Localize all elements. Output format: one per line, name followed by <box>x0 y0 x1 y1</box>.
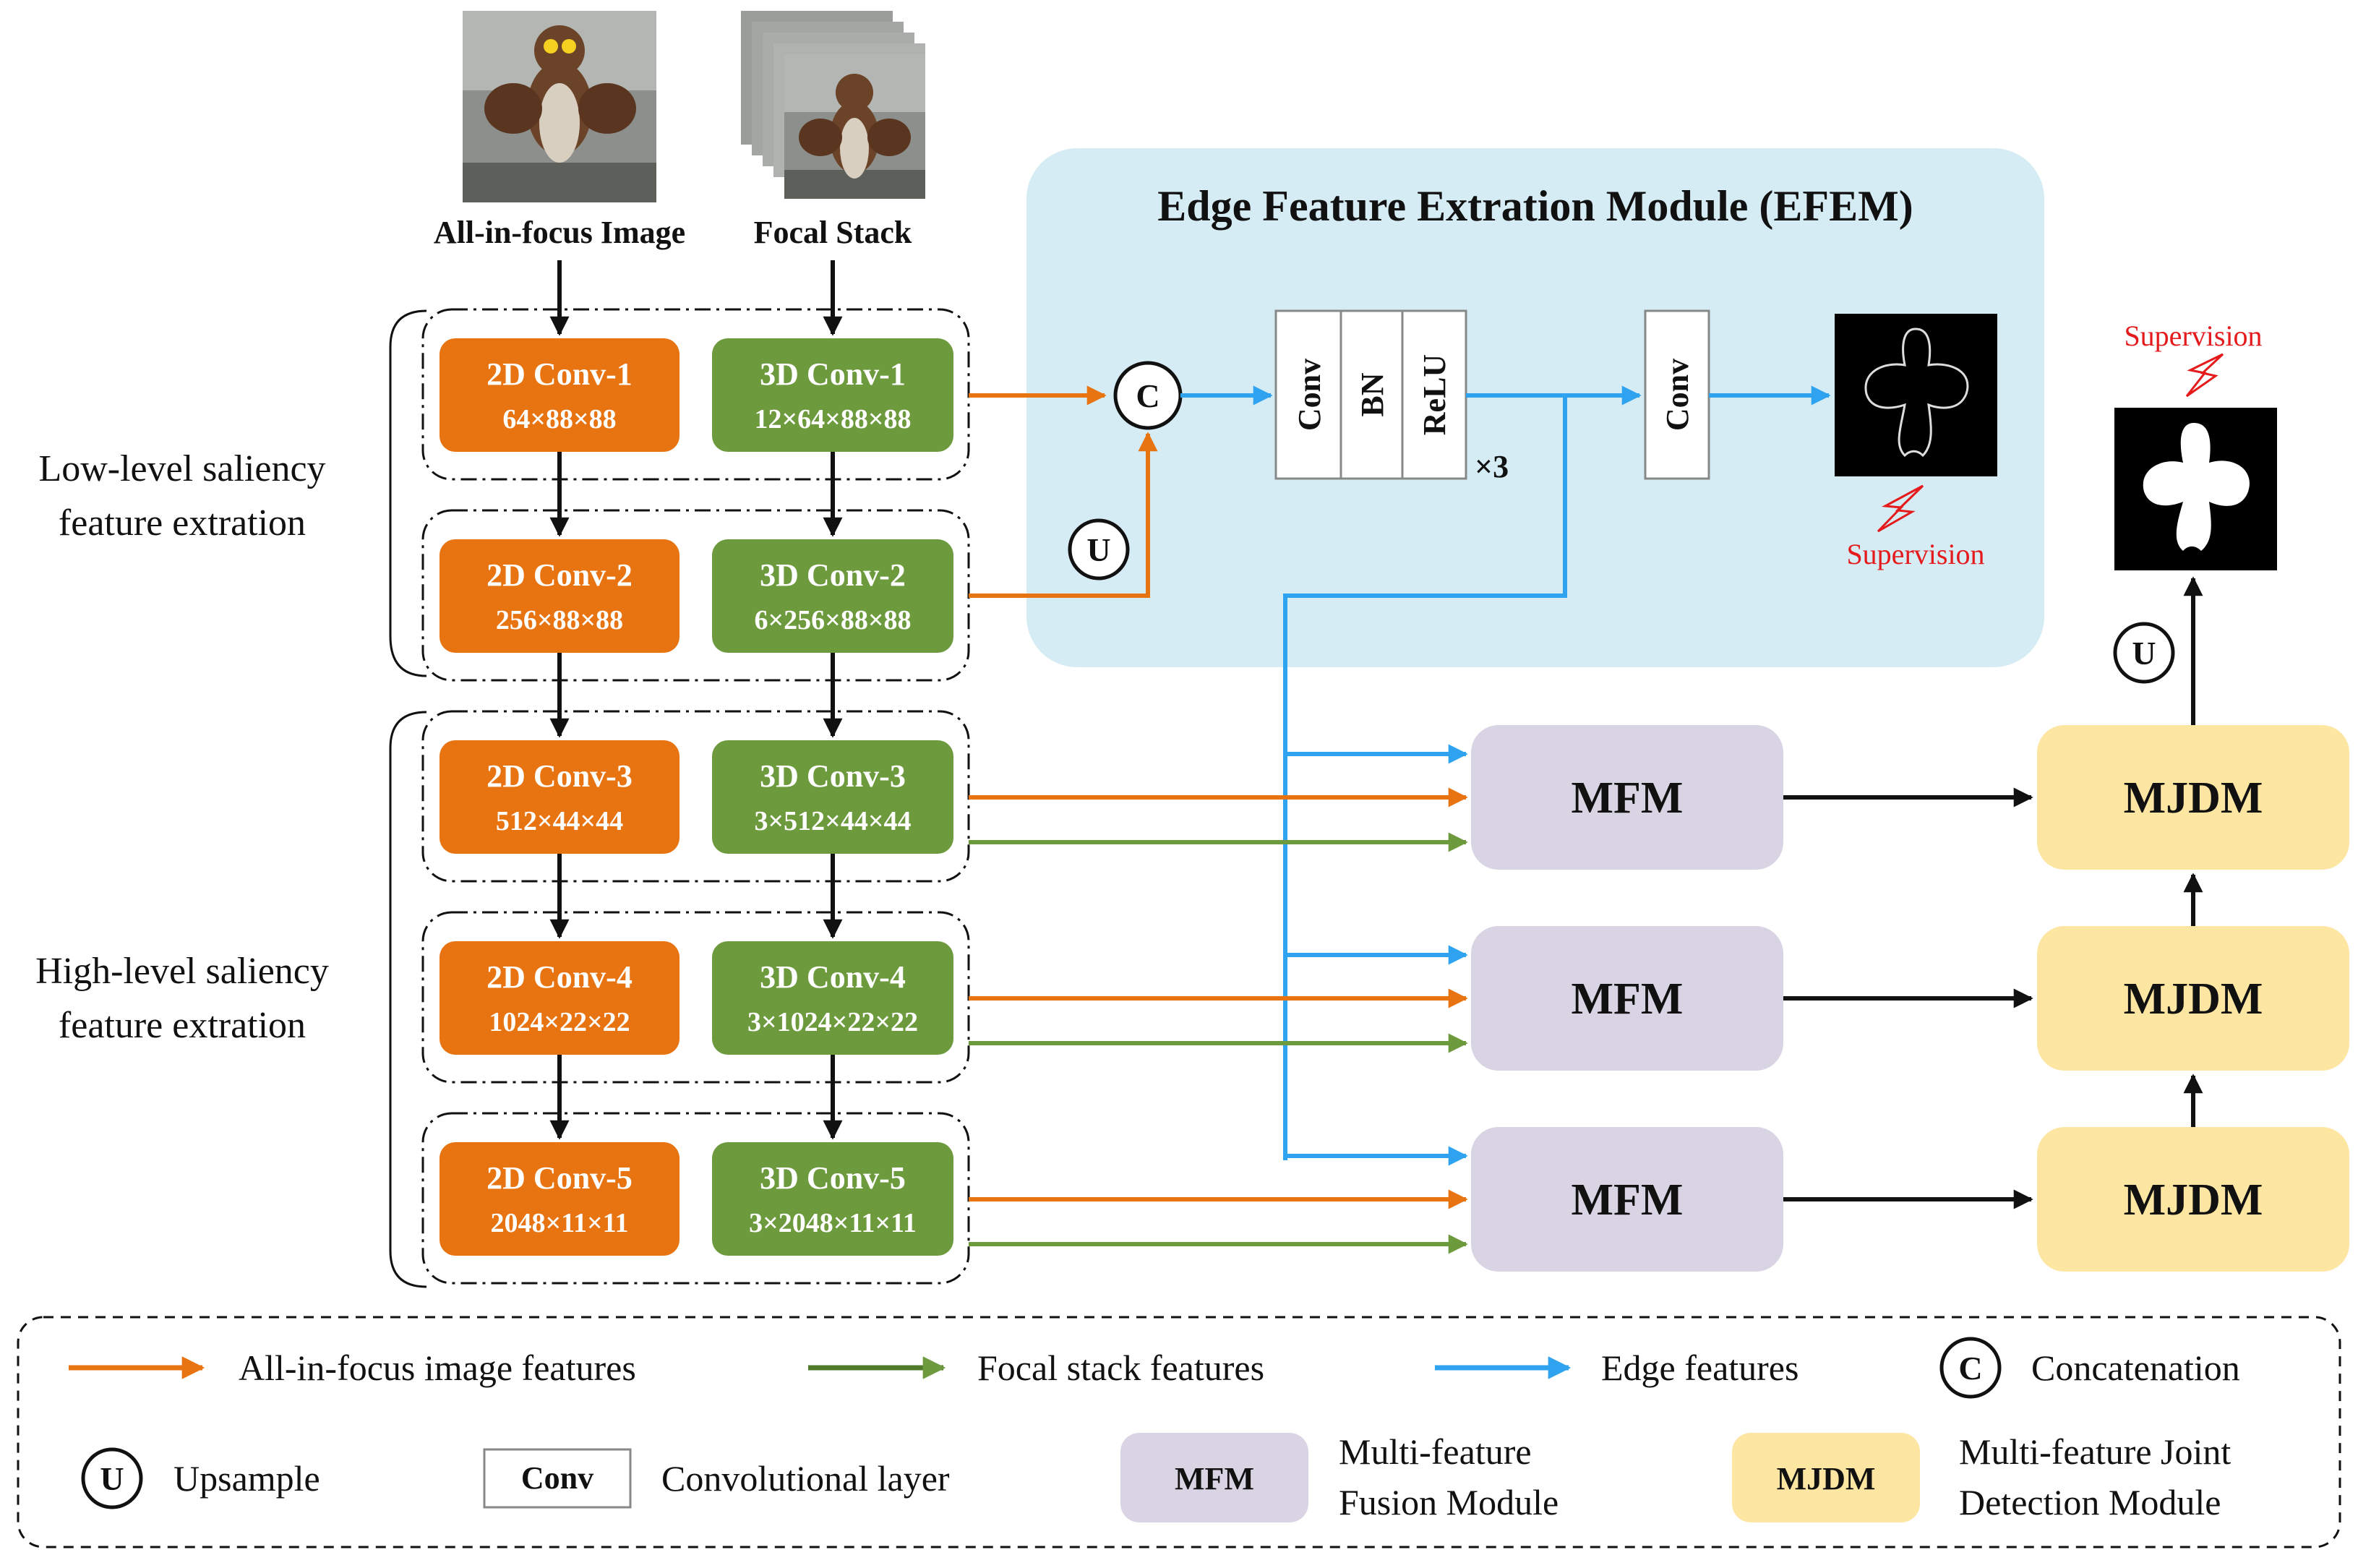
conv3d-3-name: 3D Conv-3 <box>760 758 906 794</box>
mfm-box-2: MFM <box>1471 926 1783 1071</box>
concat-symbol: C <box>1136 377 1159 414</box>
efem-bn-label: BN <box>1355 372 1390 416</box>
efem-repeat: ×3 <box>1475 449 1509 484</box>
arrow-row2-to-concat <box>969 432 1158 598</box>
mjdm-1-label: MJDM <box>2124 774 2263 823</box>
legend-frame <box>17 1316 2341 1548</box>
conv2d-2-name: 2D Conv-2 <box>486 557 633 593</box>
efem-relu-label: ReLU <box>1417 354 1452 435</box>
legend-mfm-box-label: MFM <box>1175 1461 1254 1496</box>
conv3d-1-dims: 12×64×88×88 <box>755 404 912 434</box>
conv3d-block-2: 3D Conv-2 6×256×88×88 <box>712 539 953 653</box>
mfm-box-3: MFM <box>1471 1127 1783 1272</box>
output-supervision-label: Supervision <box>2124 320 2262 352</box>
conv3d-block-3: 3D Conv-3 3×512×44×44 <box>712 740 953 854</box>
focal-stack-label: Focal Stack <box>754 215 912 250</box>
low-level-bracket <box>389 309 427 677</box>
legend-conv-box <box>483 1448 632 1509</box>
conv2d-block-5: 2D Conv-5 2048×11×11 <box>440 1142 679 1256</box>
efem-upsample-icon <box>1068 518 1130 580</box>
low-level-label-line1: Low-level saliency <box>38 448 325 489</box>
conv2d-1-dims: 64×88×88 <box>502 404 616 434</box>
legend-upsample-icon <box>81 1447 143 1509</box>
conv3d-5-dims: 3×2048×11×11 <box>749 1208 917 1238</box>
conv2d-3-dims: 512×44×44 <box>496 806 623 836</box>
conv2d-block-3: 2D Conv-3 512×44×44 <box>440 740 679 854</box>
mfm-box-1: MFM <box>1471 725 1783 870</box>
efem-final-conv: Conv <box>1644 309 1710 480</box>
conv3d-2-dims: 6×256×88×88 <box>755 605 912 635</box>
conv3d-block-4: 3D Conv-4 3×1024×22×22 <box>712 941 953 1055</box>
efem-final-conv-label: Conv <box>1660 359 1695 431</box>
efem-title: Edge Feature Extration Module (EFEM) <box>1157 182 1913 230</box>
conv2d-3-name: 2D Conv-3 <box>486 758 633 794</box>
conv3d-block-1: 3D Conv-1 12×64×88×88 <box>712 338 953 452</box>
conv2d-block-1: 2D Conv-1 64×88×88 <box>440 338 679 452</box>
conv3d-1-name: 3D Conv-1 <box>760 356 906 392</box>
mjdm-box-1: MJDM <box>2037 725 2349 870</box>
conv2d-block-2: 2D Conv-2 256×88×88 <box>440 539 679 653</box>
mfm-1-label: MFM <box>1572 774 1684 823</box>
conv3d-3-dims: 3×512×44×44 <box>755 806 912 836</box>
legend-concat-label: Concatenation <box>2031 1348 2240 1388</box>
output-supervision-icon <box>2185 353 2224 398</box>
mfm-2-label: MFM <box>1572 974 1684 1024</box>
conv2d-4-dims: 1024×22×22 <box>489 1007 630 1037</box>
conv3d-4-name: 3D Conv-4 <box>760 959 906 995</box>
efem-layer-stack: Conv BN ReLU <box>1274 309 1467 480</box>
focal-stack-images <box>741 11 925 199</box>
backbone-arrows <box>549 452 843 1140</box>
legend-conv-box-label: Conv <box>521 1460 593 1496</box>
legend-aif-label: All-in-focus image features <box>239 1348 636 1388</box>
efem-conv-label: Conv <box>1292 359 1327 431</box>
conv3d-4-dims: 3×1024×22×22 <box>747 1007 918 1037</box>
mfm-3-label: MFM <box>1572 1175 1684 1225</box>
legend-concat-icon <box>1939 1337 2002 1399</box>
conv2d-4-name: 2D Conv-4 <box>486 959 633 995</box>
conv2d-block-4: 2D Conv-4 1024×22×22 <box>440 941 679 1055</box>
output-upsample-icon <box>2113 622 2175 684</box>
low-level-label-line2: feature extration <box>59 502 306 544</box>
legend-mjdm-label-line1: Multi-feature Joint <box>1959 1431 2231 1472</box>
conv2d-2-dims: 256×88×88 <box>496 605 623 635</box>
output-upsample-symbol: U <box>2132 635 2156 672</box>
legend-mjdm-label-line2: Detection Module <box>1959 1482 2221 1522</box>
legend-edge-label: Edge features <box>1601 1348 1798 1388</box>
legend-conv-label: Convolutional layer <box>661 1458 950 1499</box>
legend-fs-label: Focal stack features <box>977 1348 1264 1388</box>
conv3d-5-name: 3D Conv-5 <box>760 1160 906 1196</box>
conv3d-block-5: 3D Conv-5 3×2048×11×11 <box>712 1142 953 1256</box>
legend-mfm-label-line1: Multi-feature <box>1339 1431 1532 1472</box>
high-level-label-line1: High-level saliency <box>35 951 329 992</box>
efem-upsample-symbol: U <box>1086 531 1110 568</box>
aif-image-label: All-in-focus Image <box>434 215 685 250</box>
legend-concat-symbol: C <box>1958 1350 1982 1387</box>
legend-mjdm-box <box>1732 1433 1920 1522</box>
efem-panel <box>1026 148 2044 667</box>
mjdm-box-3: MJDM <box>2037 1127 2349 1272</box>
conv2d-1-name: 2D Conv-1 <box>486 356 633 392</box>
legend-mfm-box <box>1120 1433 1308 1522</box>
high-level-bracket <box>389 711 427 1288</box>
aif-image <box>463 11 656 202</box>
edge-feature-trunk <box>1283 395 1567 1160</box>
mjdm-2-label: MJDM <box>2124 974 2263 1024</box>
legend-upsample-label: Upsample <box>173 1458 320 1499</box>
conv2d-5-name: 2D Conv-5 <box>486 1160 633 1196</box>
mjdm-3-label: MJDM <box>2124 1175 2263 1225</box>
efem-supervision-label: Supervision <box>1846 538 1984 570</box>
legend-upsample-symbol: U <box>100 1460 124 1497</box>
legend-mfm-label-line2: Fusion Module <box>1339 1482 1559 1522</box>
mjdm-box-2: MJDM <box>2037 926 2349 1071</box>
output-saliency-map <box>2114 408 2277 570</box>
legend-mjdm-box-label: MJDM <box>1777 1461 1876 1496</box>
conv2d-5-dims: 2048×11×11 <box>490 1208 628 1238</box>
conv3d-2-name: 3D Conv-2 <box>760 557 906 593</box>
edge-map-image <box>1835 314 1997 476</box>
efem-supervision-icon <box>1877 484 1924 533</box>
high-level-label-line2: feature extration <box>59 1005 306 1046</box>
